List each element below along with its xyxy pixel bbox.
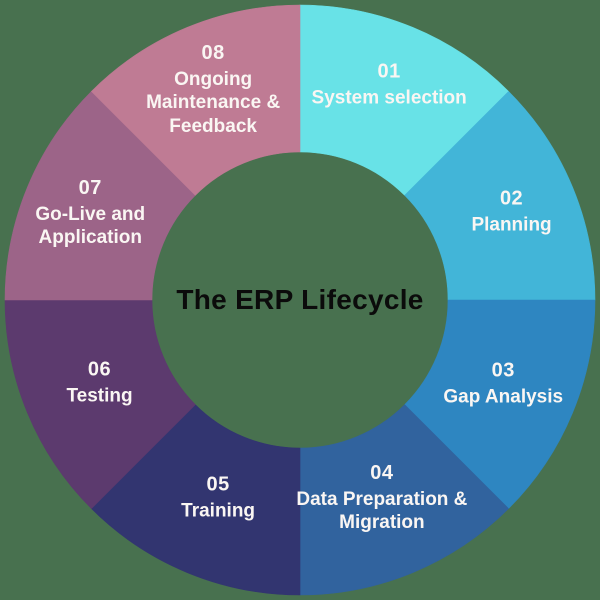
donut-segment-06 (4, 299, 196, 510)
donut-segment-08 (90, 4, 301, 196)
chart-title: The ERP Lifecycle (176, 284, 424, 315)
donut-segment-02 (404, 90, 596, 301)
donut-segment-01 (299, 4, 510, 196)
donut-segment-03 (404, 299, 596, 510)
donut-segment-05 (90, 404, 301, 596)
donut-segment-07 (4, 90, 196, 301)
donut-segment-04 (299, 404, 510, 596)
